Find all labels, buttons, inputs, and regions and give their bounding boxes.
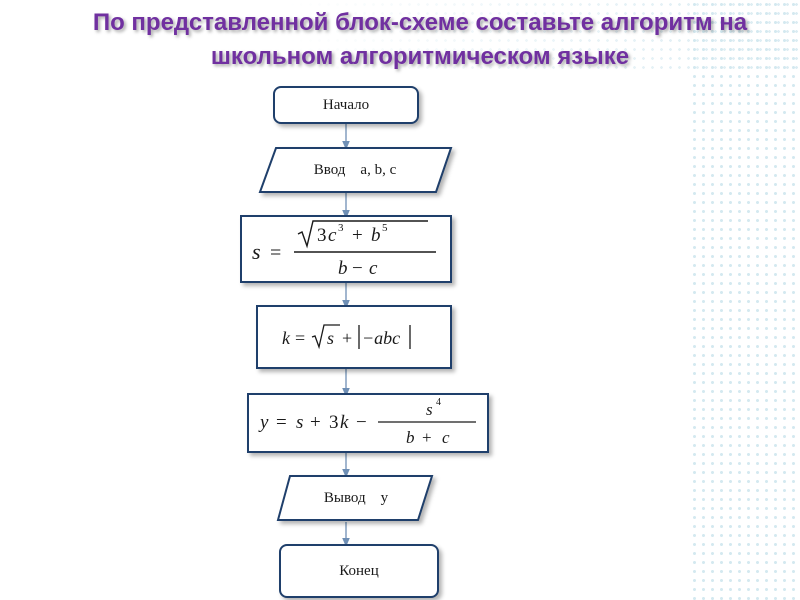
svg-text:s: s [327,328,334,348]
svg-text:s: s [296,412,303,433]
svg-text:3: 3 [338,222,344,234]
input-label: Ввод a, b, c [313,161,397,178]
start-label: Начало [322,96,370,113]
start-terminator: Начало [273,86,419,124]
svg-text:+: + [310,412,321,433]
svg-text:k: k [282,328,291,348]
svg-text:5: 5 [382,222,388,234]
svg-text:−: − [352,258,363,279]
end-label: Конец [339,562,379,579]
svg-text:c: c [369,258,378,279]
input-parallelogram [258,147,453,193]
formula-s-process-box: s = 3 c 3 + b 5 b − c [240,215,452,283]
svg-text:3: 3 [317,225,327,246]
svg-text:b: b [338,258,348,279]
svg-text:+: + [352,225,363,246]
slide-title: По представленной блок-схеме составьте а… [92,9,748,70]
formula-k-process-box: k = s + −abc [256,305,452,369]
formula-y-process-box: y = s + 3 k − s 4 b + c [247,393,489,453]
svg-text:c: c [442,428,450,447]
svg-text:=: = [270,242,281,264]
svg-text:−: − [356,412,367,433]
svg-text:s: s [252,239,261,264]
svg-text:+: + [422,428,432,447]
svg-text:3: 3 [329,412,339,433]
svg-text:=: = [276,412,287,433]
svg-text:y: y [258,412,269,433]
output-parallelogram [276,475,434,521]
svg-text:s: s [426,400,433,419]
svg-text:k: k [340,412,349,433]
end-terminator: Конец [279,544,439,598]
svg-text:4: 4 [436,397,441,408]
formula-s: s = 3 c 3 + b 5 b − c [252,220,436,279]
svg-text:=: = [295,328,305,348]
svg-text:−abc: −abc [362,328,400,348]
svg-text:c: c [328,225,337,246]
svg-text:+: + [342,328,352,348]
dotted-background-decoration-top [0,0,800,70]
formula-y: y = s + 3 k − s 4 b + c [258,397,476,447]
svg-text:b: b [371,225,381,246]
output-label: Вывод y [323,489,389,506]
formula-k: k = s + −abc [282,324,411,350]
svg-text:b: b [406,428,415,447]
dotted-background-decoration [690,0,800,600]
